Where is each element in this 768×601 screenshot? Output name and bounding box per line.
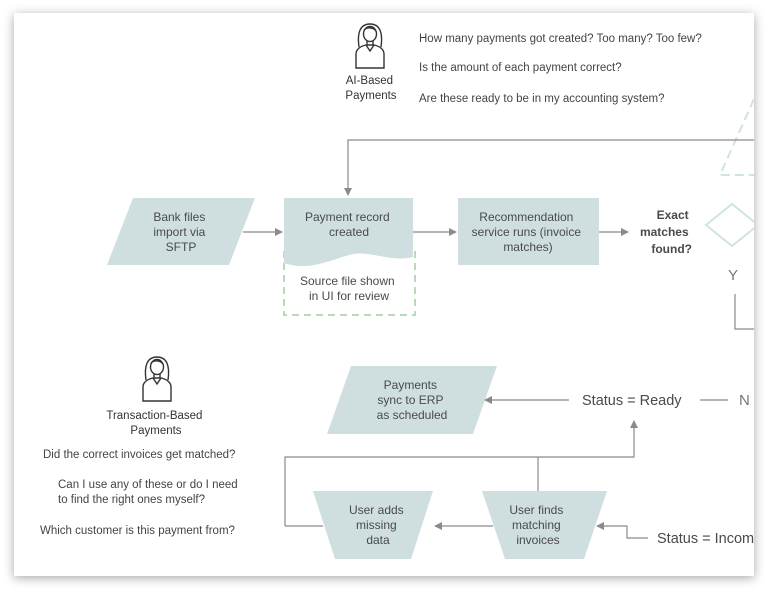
diagram-card: AI-Based Payments How many payments got … <box>14 13 754 576</box>
recommendation-node <box>458 198 599 265</box>
user-finds-node <box>482 491 607 559</box>
payment-record-text: Payment record created <box>305 210 393 239</box>
user-adds-node <box>313 491 433 559</box>
arrow-incomplete-to-finds <box>596 522 648 539</box>
user-finds-text: User finds matching invoices <box>509 503 566 547</box>
bank-files-node <box>107 198 255 265</box>
yes-label: Y <box>728 267 738 284</box>
yes-branch-line <box>734 294 754 330</box>
exact-matches-text: Exact matches found? <box>640 208 692 256</box>
flow-diagram: AI-Based Payments How many payments got … <box>40 23 754 559</box>
decision-diamond <box>704 202 754 248</box>
txn-persona-label: Transaction-Based Payments <box>106 410 205 437</box>
txn-persona-icon <box>142 356 172 402</box>
txn-question-3: Which customer is this payment from? <box>40 525 235 537</box>
ai-question-1: How many payments got created? Too many?… <box>419 33 702 45</box>
recommendation-text: Recommendation service runs (invoice mat… <box>472 210 585 254</box>
payments-sync-text: Payments sync to ERP as scheduled <box>377 378 448 422</box>
txn-question-2: Can I use any of these or do I need to f… <box>58 479 241 506</box>
payment-record-node <box>284 198 413 267</box>
ai-persona-label: AI-Based Payments <box>345 75 396 102</box>
payments-sync-node <box>327 366 497 434</box>
loop-to-ready-arrow <box>284 420 638 526</box>
user-adds-text: User adds missing data <box>349 503 407 547</box>
source-file-text: Source file shown in UI for review <box>300 274 398 303</box>
status-ready-text: Status = Ready <box>582 393 682 409</box>
ai-question-2: Is the amount of each payment correct? <box>419 62 622 74</box>
bank-files-text: Bank files import via SFTP <box>153 210 208 254</box>
ai-persona-icon <box>355 23 385 69</box>
txn-question-1: Did the correct invoices get matched? <box>43 449 235 461</box>
ai-question-3: Are these ready to be in my accounting s… <box>419 93 664 105</box>
status-incomplete-text: Status = Incom <box>657 531 754 547</box>
loop-back-arrow <box>344 139 754 196</box>
no-label: N <box>739 392 750 409</box>
partial-dashed-shape <box>718 98 754 176</box>
